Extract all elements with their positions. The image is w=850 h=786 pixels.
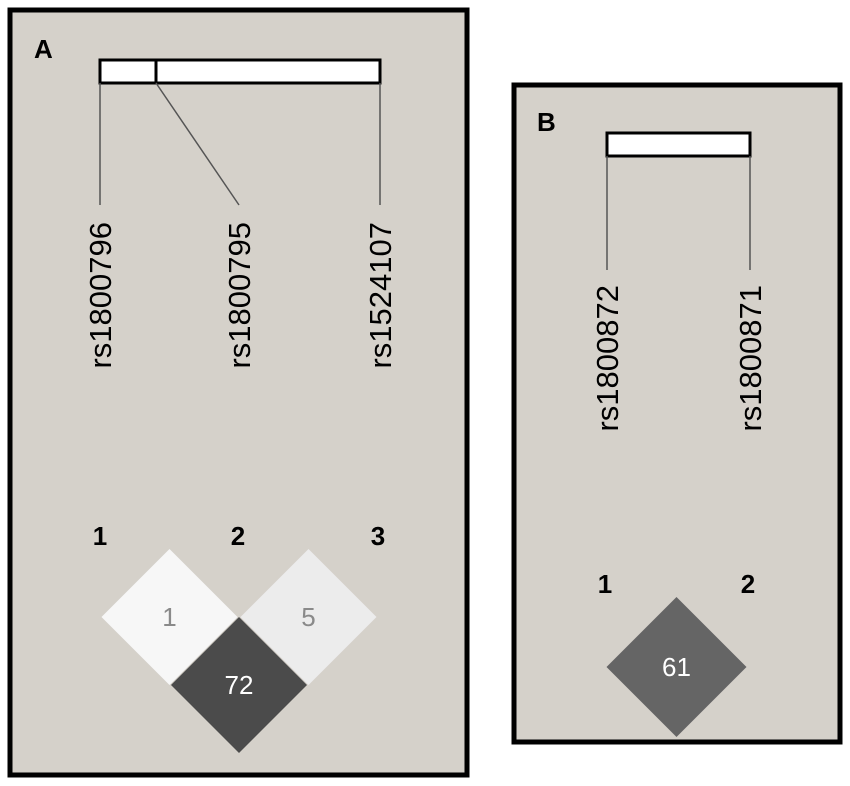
panel-a-gene-bar xyxy=(98,58,382,85)
panel-b-gene-bar xyxy=(605,131,752,158)
panel-b-letter: B xyxy=(537,107,556,137)
ld-cell-value-1-3: 72 xyxy=(225,670,254,700)
panel-b: B rs1800872 rs1800871 1 2 61 xyxy=(511,82,843,745)
panel-b-snp-label-1: rs1800872 xyxy=(590,285,625,432)
panel-a-snp-tick-2 xyxy=(155,82,240,206)
ld-cell-value-2-3: 5 xyxy=(301,602,315,632)
panel-a-marker-3: 3 xyxy=(371,521,385,551)
panel-a-marker-1: 1 xyxy=(93,521,107,551)
panel-b-marker-2: 2 xyxy=(741,569,755,599)
ld-cell-1-3 xyxy=(171,617,307,753)
panel-a-letter: A xyxy=(34,34,53,64)
panel-a-marker-2: 2 xyxy=(231,521,245,551)
ld-cell-1-2 xyxy=(101,549,238,685)
ld-cell-2-3 xyxy=(240,549,377,685)
panel-a-snp-label-1: rs1800796 xyxy=(83,222,118,369)
ld-cell-value-1-2: 61 xyxy=(662,652,691,682)
panel-b-marker-1: 1 xyxy=(598,569,612,599)
panel-b-snp-label-2: rs1800871 xyxy=(733,285,768,432)
ld-cell-value-1-2: 1 xyxy=(162,602,176,632)
panel-a-snp-label-3: rs1524107 xyxy=(363,222,398,369)
panel-a-snp-label-2: rs1800795 xyxy=(222,222,257,369)
panel-b-ld-matrix: 61 xyxy=(606,597,747,737)
ld-cell-1-2 xyxy=(606,597,747,737)
